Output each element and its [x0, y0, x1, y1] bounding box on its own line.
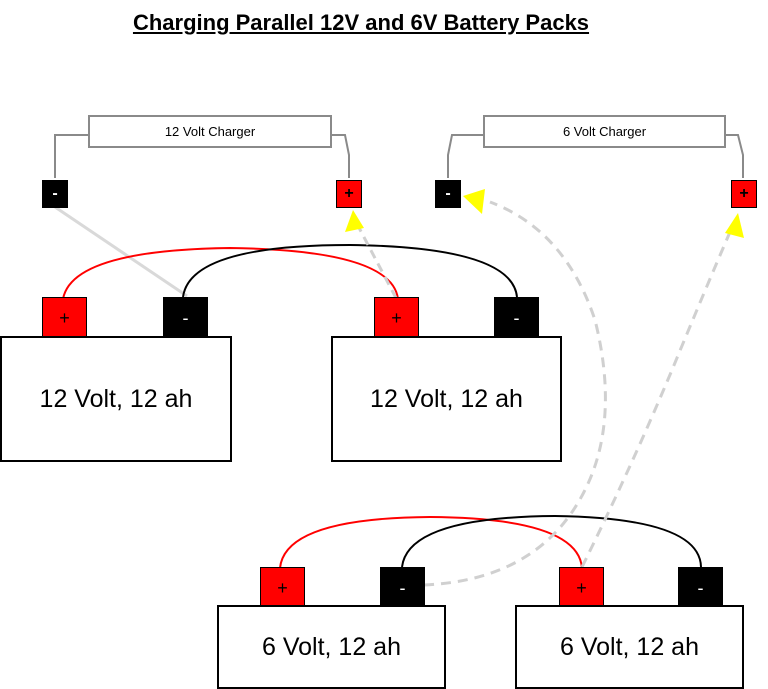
yellow-arrow-charger6-neg — [463, 189, 485, 214]
charger-12v-label: 12 Volt Charger — [164, 124, 256, 139]
black-parallel-wire-12v — [182, 243, 518, 298]
charger-6v-label: 6 Volt Charger — [562, 124, 647, 139]
battery-1-negative-terminal: - — [163, 297, 208, 339]
charger-6v-box: 6 Volt Charger — [483, 115, 726, 148]
wire-charger12-neg-to-battery1-neg — [54, 205, 188, 298]
red-parallel-wire-12v — [62, 246, 399, 300]
red-parallel-wire-6v — [279, 515, 583, 569]
battery-2: 12 Volt, 12 ah — [331, 336, 562, 462]
battery-4-negative-terminal: - — [678, 567, 723, 609]
battery-4-positive-terminal: + — [559, 567, 604, 609]
diagram-title: Charging Parallel 12V and 6V Battery Pac… — [132, 10, 590, 35]
charger-6v-negative-lead — [447, 134, 484, 178]
battery-2-label: 12 Volt, 12 ah — [370, 384, 523, 413]
charger-12v-positive-terminal: + — [336, 180, 362, 208]
charger-12v-box: 12 Volt Charger — [88, 115, 332, 148]
battery-4-label: 6 Volt, 12 ah — [559, 632, 699, 661]
yellow-arrow-charger12-pos — [345, 210, 364, 232]
charger-12v-negative-lead — [54, 134, 88, 178]
battery-1-label: 12 Volt, 12 ah — [39, 384, 193, 413]
battery-2-positive-terminal: + — [374, 297, 419, 339]
battery-3: 6 Volt, 12 ah — [217, 605, 446, 689]
charger-12v-negative-terminal: - — [42, 180, 68, 208]
yellow-arrow-charger6-pos — [725, 213, 744, 238]
battery-1: 12 Volt, 12 ah — [0, 336, 232, 462]
charger-6v-positive-terminal: + — [731, 180, 757, 208]
charger-6v-positive-lead — [725, 134, 744, 178]
charger-12v-positive-lead — [330, 134, 350, 178]
battery-3-label: 6 Volt, 12 ah — [261, 632, 401, 661]
battery-4: 6 Volt, 12 ah — [515, 605, 744, 689]
battery-3-positive-terminal: + — [260, 567, 305, 609]
battery-2-negative-terminal: - — [494, 297, 539, 339]
battery-1-positive-terminal: + — [42, 297, 87, 339]
battery-3-negative-terminal: - — [380, 567, 425, 609]
charger-6v-negative-terminal: - — [435, 180, 461, 208]
black-parallel-wire-6v — [401, 514, 702, 568]
dashed-wire-battery2-pos-to-charger12-pos — [354, 221, 398, 299]
